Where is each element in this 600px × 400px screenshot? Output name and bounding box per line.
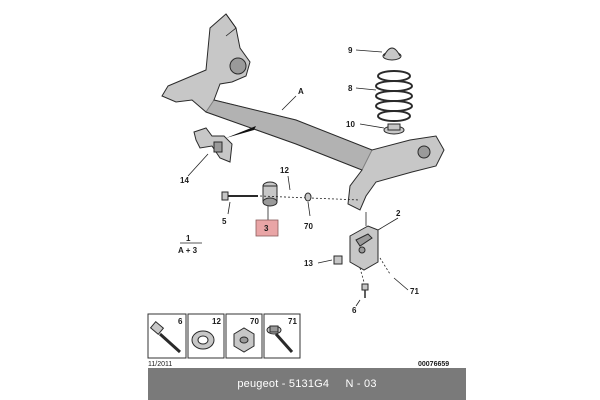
axle-bushing: [262, 181, 278, 207]
nut-icon: [233, 327, 255, 353]
footer-sheet: N - 03: [345, 378, 377, 390]
long-bolt: [221, 191, 258, 201]
callout-frame: A: [298, 87, 304, 96]
callout-spring-seat: 10: [346, 120, 355, 129]
screw-6: [361, 283, 369, 298]
callout-bushing: 3: [264, 224, 269, 233]
legend-number-3: 70: [250, 317, 259, 326]
legend: 6 12 70 71: [147, 313, 301, 359]
callout-bolt-12: 12: [280, 166, 289, 175]
legend-box-1: [147, 313, 187, 359]
legend-number-2: 12: [212, 317, 221, 326]
coil-spring: [375, 70, 413, 122]
formula-top: 1: [186, 234, 191, 243]
ref-code: 00076659: [418, 361, 449, 368]
rear-axle-frame: [161, 13, 445, 211]
callout-bolt-5: 5: [222, 217, 227, 226]
footer-part-code: 5131G4: [288, 378, 330, 390]
callout-washer-70: 70: [304, 222, 313, 231]
bump-stop: [382, 47, 402, 61]
callout-support: 2: [396, 209, 401, 218]
legend-box-4: [263, 313, 301, 359]
legend-number-4: 71: [288, 317, 297, 326]
washer-icon: [191, 330, 215, 350]
callout-nut-71: 71: [410, 287, 419, 296]
footer-sep-1: -: [278, 378, 289, 390]
flange-bolt-icon: [266, 325, 294, 353]
support-plate: [349, 225, 379, 271]
spring-seat: [383, 123, 405, 135]
nut-13: [333, 255, 343, 265]
footer-bar: peugeot - 5131G4 N - 03: [148, 368, 466, 400]
callout-bump-stop: 9: [348, 46, 353, 55]
footer-gap: [329, 378, 345, 390]
screw-icon: [149, 321, 182, 354]
date-code: 11/2011: [148, 361, 172, 368]
callout-nut-13: 13: [304, 259, 313, 268]
legend-number-1: 6: [178, 317, 183, 326]
washer-70: [304, 192, 312, 202]
callout-bracket: 14: [180, 176, 189, 185]
formula-bottom: A + 3: [178, 246, 198, 255]
callout-spring: 8: [348, 84, 353, 93]
footer-brand: peugeot: [237, 378, 279, 390]
brake-bracket: [193, 127, 233, 163]
callout-screw-6: 6: [352, 306, 357, 315]
bushing-tag: [255, 219, 279, 237]
